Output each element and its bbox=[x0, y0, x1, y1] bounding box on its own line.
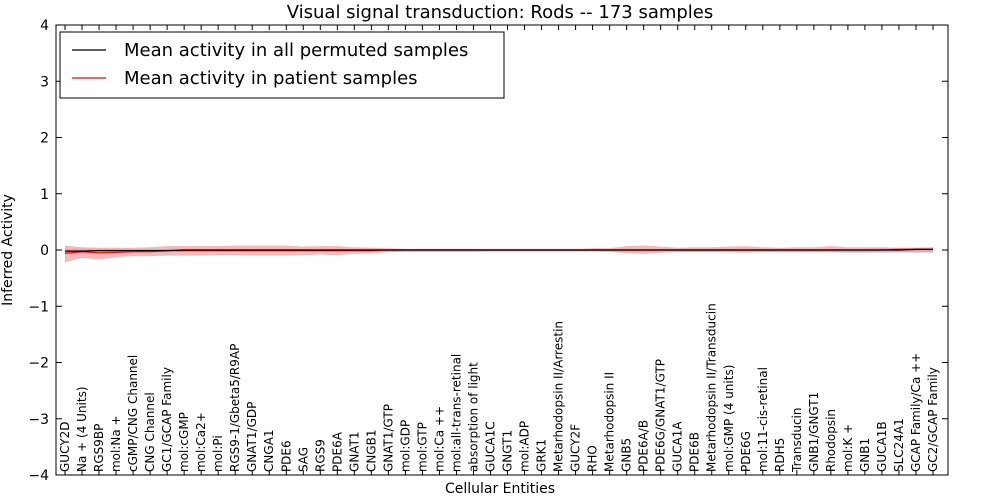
x-tick-label: mol:Pi bbox=[211, 435, 225, 472]
x-tick-label: CNGA1 bbox=[262, 429, 276, 472]
x-tick-label: SAG bbox=[296, 447, 310, 472]
x-tick-label: mol:K + bbox=[841, 424, 855, 472]
band-series-1 bbox=[65, 245, 933, 263]
y-tick-label: 0 bbox=[40, 243, 49, 259]
x-tick-label: GNB1 bbox=[858, 438, 872, 472]
confidence-bands bbox=[65, 245, 933, 263]
x-tick-label: Metarhodopsin II bbox=[603, 372, 617, 472]
x-tick-label: GUCA1C bbox=[484, 421, 498, 472]
x-tick-label: absorption of light bbox=[467, 362, 481, 472]
y-axis-ticks: −4 −3 −2 −1 0 1 2 3 4 bbox=[28, 18, 948, 484]
x-tick-label: mol:Na + bbox=[109, 415, 123, 472]
x-tick-label: GUCY2D bbox=[58, 422, 72, 472]
x-tick-label: mol:ADP bbox=[518, 421, 532, 472]
x-tick-label: Metarhodopsin II/Transducin bbox=[705, 303, 719, 472]
x-tick-label: Rhodopsin bbox=[824, 409, 838, 472]
y-tick-label: 1 bbox=[40, 187, 49, 203]
legend: Mean activity in all permuted samples Me… bbox=[59, 31, 505, 99]
x-tick-label: cGMP/CNG Channel bbox=[126, 355, 140, 472]
x-tick-label: RGS9BP bbox=[92, 424, 106, 472]
x-tick-label: PDE6A/B bbox=[637, 420, 651, 472]
x-tick-label: Transducin bbox=[790, 407, 804, 472]
x-tick-label: PDE6G/GNAT1/GTP bbox=[654, 359, 668, 472]
x-tick-label: mol:Ca ++ bbox=[432, 406, 446, 472]
x-tick-label: Na + (4 Units) bbox=[75, 386, 89, 472]
line-series-0 bbox=[65, 248, 933, 252]
x-axis-label: Cellular Entities bbox=[445, 481, 555, 497]
x-tick-label: GNGT1 bbox=[501, 430, 515, 472]
x-tick-label: RDH5 bbox=[773, 438, 787, 472]
x-tick-label: GNAT1/GTP bbox=[381, 404, 395, 472]
x-tick-label: RGS9-1/Gbeta5/R9AP bbox=[228, 344, 242, 472]
x-tick-label: mol:cGMP bbox=[177, 412, 191, 472]
x-tick-label: GNB1/GNGT1 bbox=[807, 392, 821, 472]
x-tick-label: GUCA1A bbox=[671, 421, 685, 472]
y-tick-label: 4 bbox=[40, 18, 49, 34]
x-tick-label: PDE6A bbox=[330, 431, 344, 472]
y-axis-label: Inferred Activity bbox=[0, 194, 16, 306]
x-tick-label: mol:GTP bbox=[415, 422, 429, 472]
y-tick-label: −1 bbox=[28, 299, 49, 315]
x-tick-label: Metarhodopsin II/Arrestin bbox=[552, 321, 566, 472]
y-tick-label: −3 bbox=[28, 412, 49, 428]
legend-label-patient: Mean activity in patient samples bbox=[124, 68, 418, 89]
x-tick-label: RHO bbox=[586, 445, 600, 472]
x-tick-label: CNG Channel bbox=[143, 392, 157, 472]
y-tick-label: 2 bbox=[40, 131, 49, 147]
y-tick-label: −2 bbox=[28, 356, 49, 372]
legend-label-permuted: Mean activity in all permuted samples bbox=[124, 40, 468, 61]
x-tick-label: GRK1 bbox=[535, 439, 549, 472]
x-tick-label: CNGB1 bbox=[364, 430, 378, 473]
x-tick-label: GUCA1B bbox=[875, 421, 889, 472]
x-tick-label: mol:Ca2+ bbox=[194, 412, 208, 472]
x-tick-label: GC1/GCAP Family bbox=[160, 367, 174, 472]
x-tick-label: mol:11-cis-retinal bbox=[756, 367, 770, 472]
x-tick-label: PDE6B bbox=[688, 432, 702, 472]
x-tick-label: mol:GMP (4 units) bbox=[722, 365, 736, 472]
x-tick-label: GUCY2F bbox=[569, 424, 583, 472]
y-tick-label: −4 bbox=[28, 468, 49, 484]
x-tick-label: PDE6 bbox=[279, 440, 293, 472]
x-tick-label: PDE6G bbox=[739, 431, 753, 472]
x-tick-label: GC2/GCAP Family bbox=[926, 367, 940, 472]
x-tick-label: mol:GDP bbox=[398, 420, 412, 472]
x-tick-label: GNAT1 bbox=[347, 431, 361, 472]
x-tick-label: GNB5 bbox=[620, 438, 634, 472]
series-lines bbox=[64, 248, 933, 254]
x-tick-label: SLC24A1 bbox=[892, 418, 906, 472]
x-tick-label: GCAP Family/Ca ++ bbox=[909, 353, 923, 472]
x-tick-label: GNAT1/GDP bbox=[245, 402, 259, 472]
x-tick-label: RGS9 bbox=[313, 439, 327, 472]
x-tick-label: mol:all-trans-retinal bbox=[450, 354, 464, 472]
chart-title: Visual signal transduction: Rods -- 173 … bbox=[287, 2, 714, 23]
legend-box bbox=[59, 31, 505, 99]
y-tick-label: 3 bbox=[40, 74, 49, 90]
